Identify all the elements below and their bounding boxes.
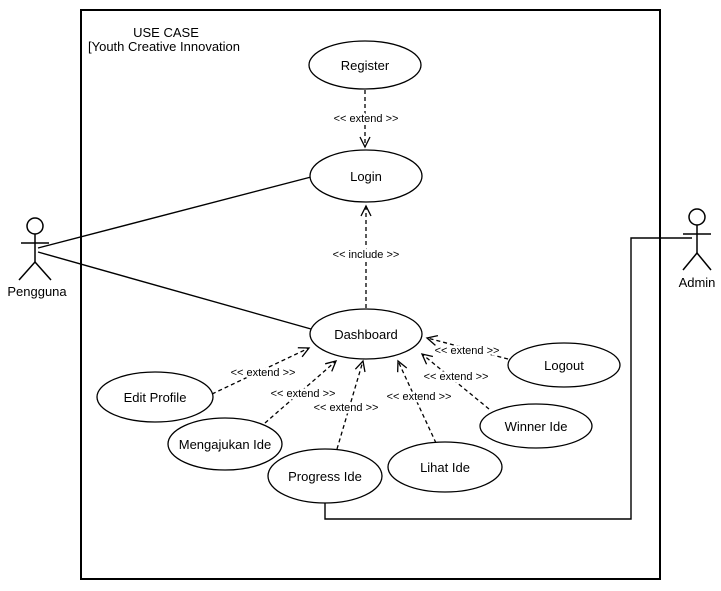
winner-ide-label: Winner Ide (505, 419, 568, 434)
pengguna-left-leg (18, 261, 36, 281)
diagram-title-line1: USE CASE (133, 25, 199, 40)
label-extend-mengajukanide: << extend >> (271, 388, 336, 400)
usecase-mengajukan-ide: Mengajukan Ide (167, 417, 283, 471)
edit-profile-ellipse (96, 371, 214, 423)
actor-pengguna: Pengguna (7, 217, 67, 299)
usecase-register: Register (308, 40, 422, 90)
edit-profile-label: Edit Profile (124, 390, 187, 405)
edge-winneride-extend-dashboard (420, 353, 490, 410)
actor-admin: Admin (679, 208, 716, 290)
usecase-login: Login (309, 149, 423, 203)
edge-progresside-extend-dashboard (336, 359, 366, 450)
admin-head (688, 208, 706, 226)
usecase-logout: Logout (507, 342, 621, 388)
edge-lihatide-extend-dashboard (397, 359, 437, 444)
login-ellipse (309, 149, 423, 203)
logout-label: Logout (544, 358, 584, 373)
label-include-dashboard-login: << include >> (333, 249, 400, 261)
register-ellipse (308, 40, 422, 90)
usecase-lihat-ide: Lihat Ide (387, 441, 503, 493)
progress-ide-label: Progress Ide (288, 469, 362, 484)
edge-mengajukanide-extend-dashboard (264, 360, 338, 424)
usecase-winner-ide: Winner Ide (479, 403, 593, 449)
dashboard-ellipse (309, 308, 423, 360)
usecase-dashboard: Dashboard (309, 308, 423, 360)
system-boundary-box (80, 9, 661, 580)
logout-ellipse (507, 342, 621, 388)
pengguna-right-leg (34, 261, 52, 281)
label-extend-register-login: << extend >> (334, 113, 399, 125)
login-label: Login (350, 169, 382, 184)
lihat-ide-ellipse (387, 441, 503, 493)
diagram-title-line2: [Youth Creative Innovation (88, 39, 240, 54)
association-pengguna-dashboard (37, 251, 312, 330)
label-extend-progresside: << extend >> (314, 402, 379, 414)
mengajukan-ide-ellipse (167, 417, 283, 471)
edge-editprofile-extend-dashboard (211, 347, 311, 395)
association-admin-progress-ide (324, 237, 692, 520)
admin-left-leg (682, 252, 698, 271)
pengguna-label: Pengguna (7, 284, 67, 299)
association-pengguna-login (37, 176, 312, 249)
dashboard-label: Dashboard (334, 327, 398, 342)
usecase-edit-profile: Edit Profile (96, 371, 214, 423)
mengajukan-ide-label: Mengajukan Ide (179, 437, 272, 452)
admin-right-leg (696, 252, 712, 271)
label-extend-winneride: << extend >> (424, 371, 489, 383)
lihat-ide-label: Lihat Ide (420, 460, 470, 475)
usecase-progress-ide: Progress Ide (267, 448, 383, 504)
progress-ide-ellipse (267, 448, 383, 504)
label-extend-editprofile: << extend >> (231, 367, 296, 379)
label-extend-logout: << extend >> (435, 345, 500, 357)
register-label: Register (341, 58, 390, 73)
pengguna-head (26, 217, 44, 235)
label-extend-lihatide: << extend >> (387, 391, 452, 403)
admin-label: Admin (679, 275, 716, 290)
winner-ide-ellipse (479, 403, 593, 449)
